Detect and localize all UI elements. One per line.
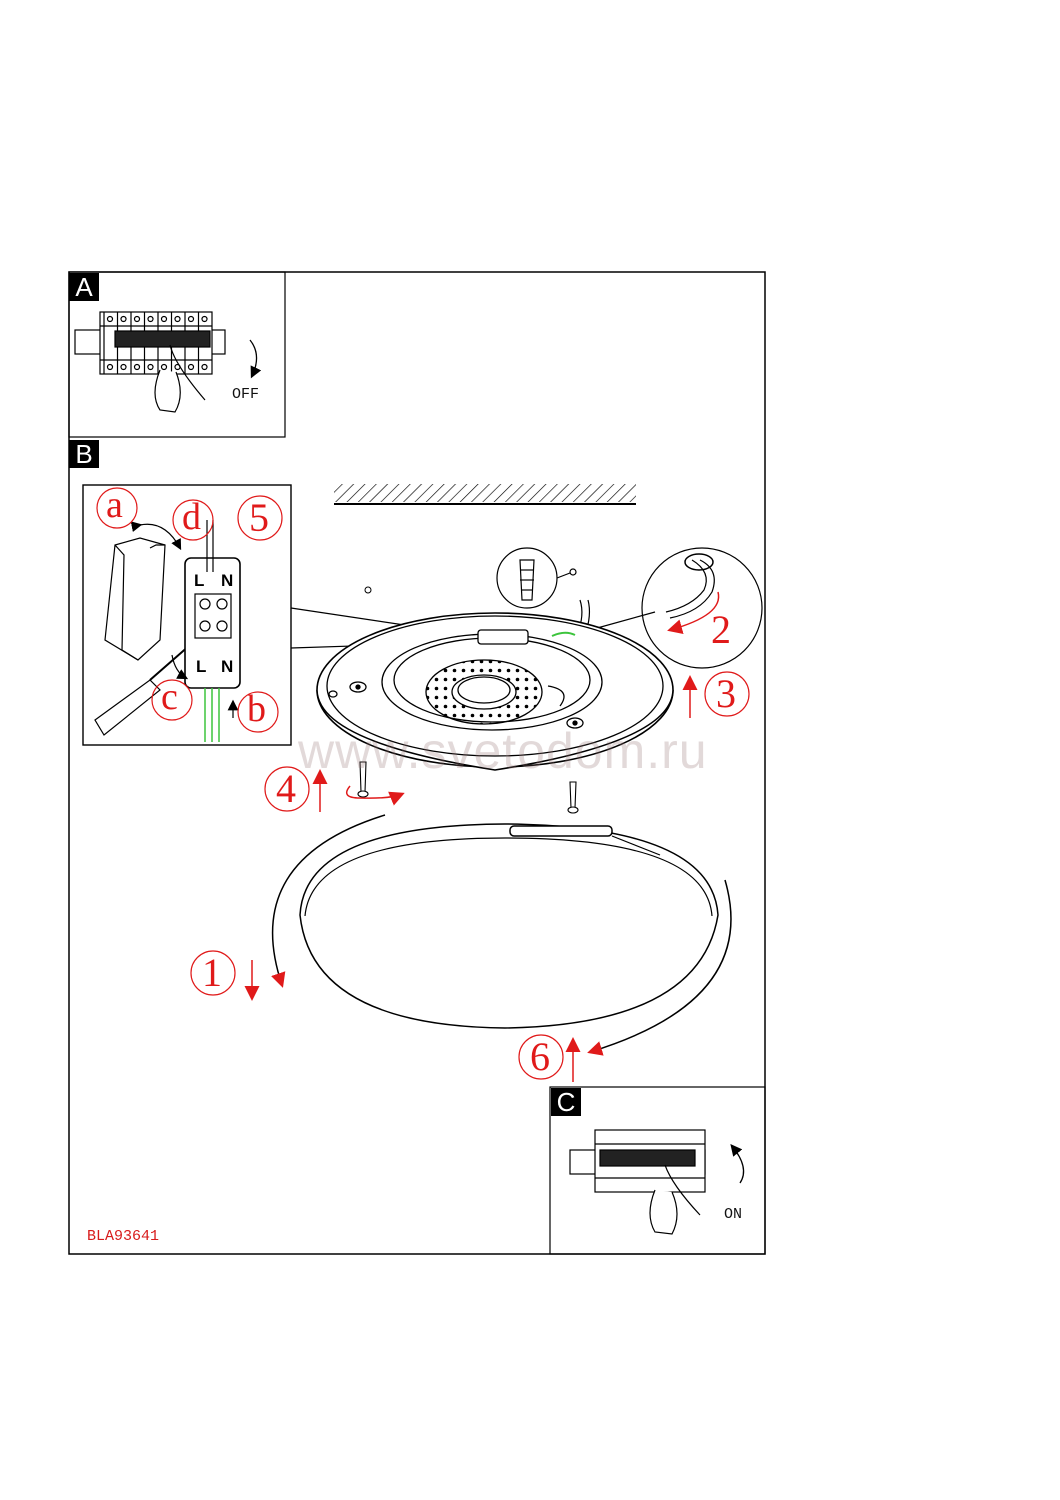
- model-code: BLA93641: [87, 1228, 160, 1245]
- terminal-top-n: N: [221, 571, 234, 590]
- cable-pull-arrow: [667, 591, 720, 635]
- breaker-strip-a: [74, 311, 262, 413]
- panel-c-box: [549, 1086, 766, 1255]
- substep-d-label: d: [182, 496, 201, 538]
- panel-a-box: [68, 271, 286, 438]
- step-4-label: 4: [276, 766, 296, 811]
- switch-off-label: OFF: [232, 386, 259, 403]
- screws: [357, 761, 579, 814]
- outer-frame: [68, 271, 766, 1255]
- substep-a-label: a: [106, 484, 123, 526]
- watermark: www.svetodom.ru: [298, 723, 708, 779]
- wiring-detail-box: [82, 484, 479, 746]
- arrow-step-6-rotate: [587, 879, 732, 1056]
- arrow-step-1-rotate: [271, 814, 386, 988]
- terminal-bottom-n: N: [221, 657, 234, 676]
- arrow-step-4-rotate: [345, 785, 405, 806]
- wall-plug-detail: [496, 547, 577, 609]
- ceiling: [334, 484, 636, 505]
- breaker-strip-c: [569, 1129, 745, 1235]
- ceiling-drill-hole: [364, 586, 372, 594]
- cable-detail: [576, 547, 763, 669]
- panel-label-c: C: [551, 1088, 581, 1116]
- base-plate: [316, 612, 674, 771]
- panel-label-a: A: [69, 273, 99, 301]
- substep-c-label: c: [161, 676, 178, 718]
- step-1-label: 1: [202, 950, 222, 995]
- step-6-label: 6: [530, 1034, 550, 1079]
- panel-label-b: B: [69, 440, 99, 468]
- terminal-bottom-l: L: [196, 657, 207, 676]
- substep-b-label: b: [247, 688, 266, 730]
- switch-on-label: ON: [724, 1206, 742, 1223]
- step-5-label: 5: [249, 495, 269, 540]
- diffuser: [299, 823, 719, 1029]
- terminal-top-l: L: [194, 571, 205, 590]
- step-3-label: 3: [716, 671, 736, 716]
- step-2-label: 2: [711, 607, 731, 652]
